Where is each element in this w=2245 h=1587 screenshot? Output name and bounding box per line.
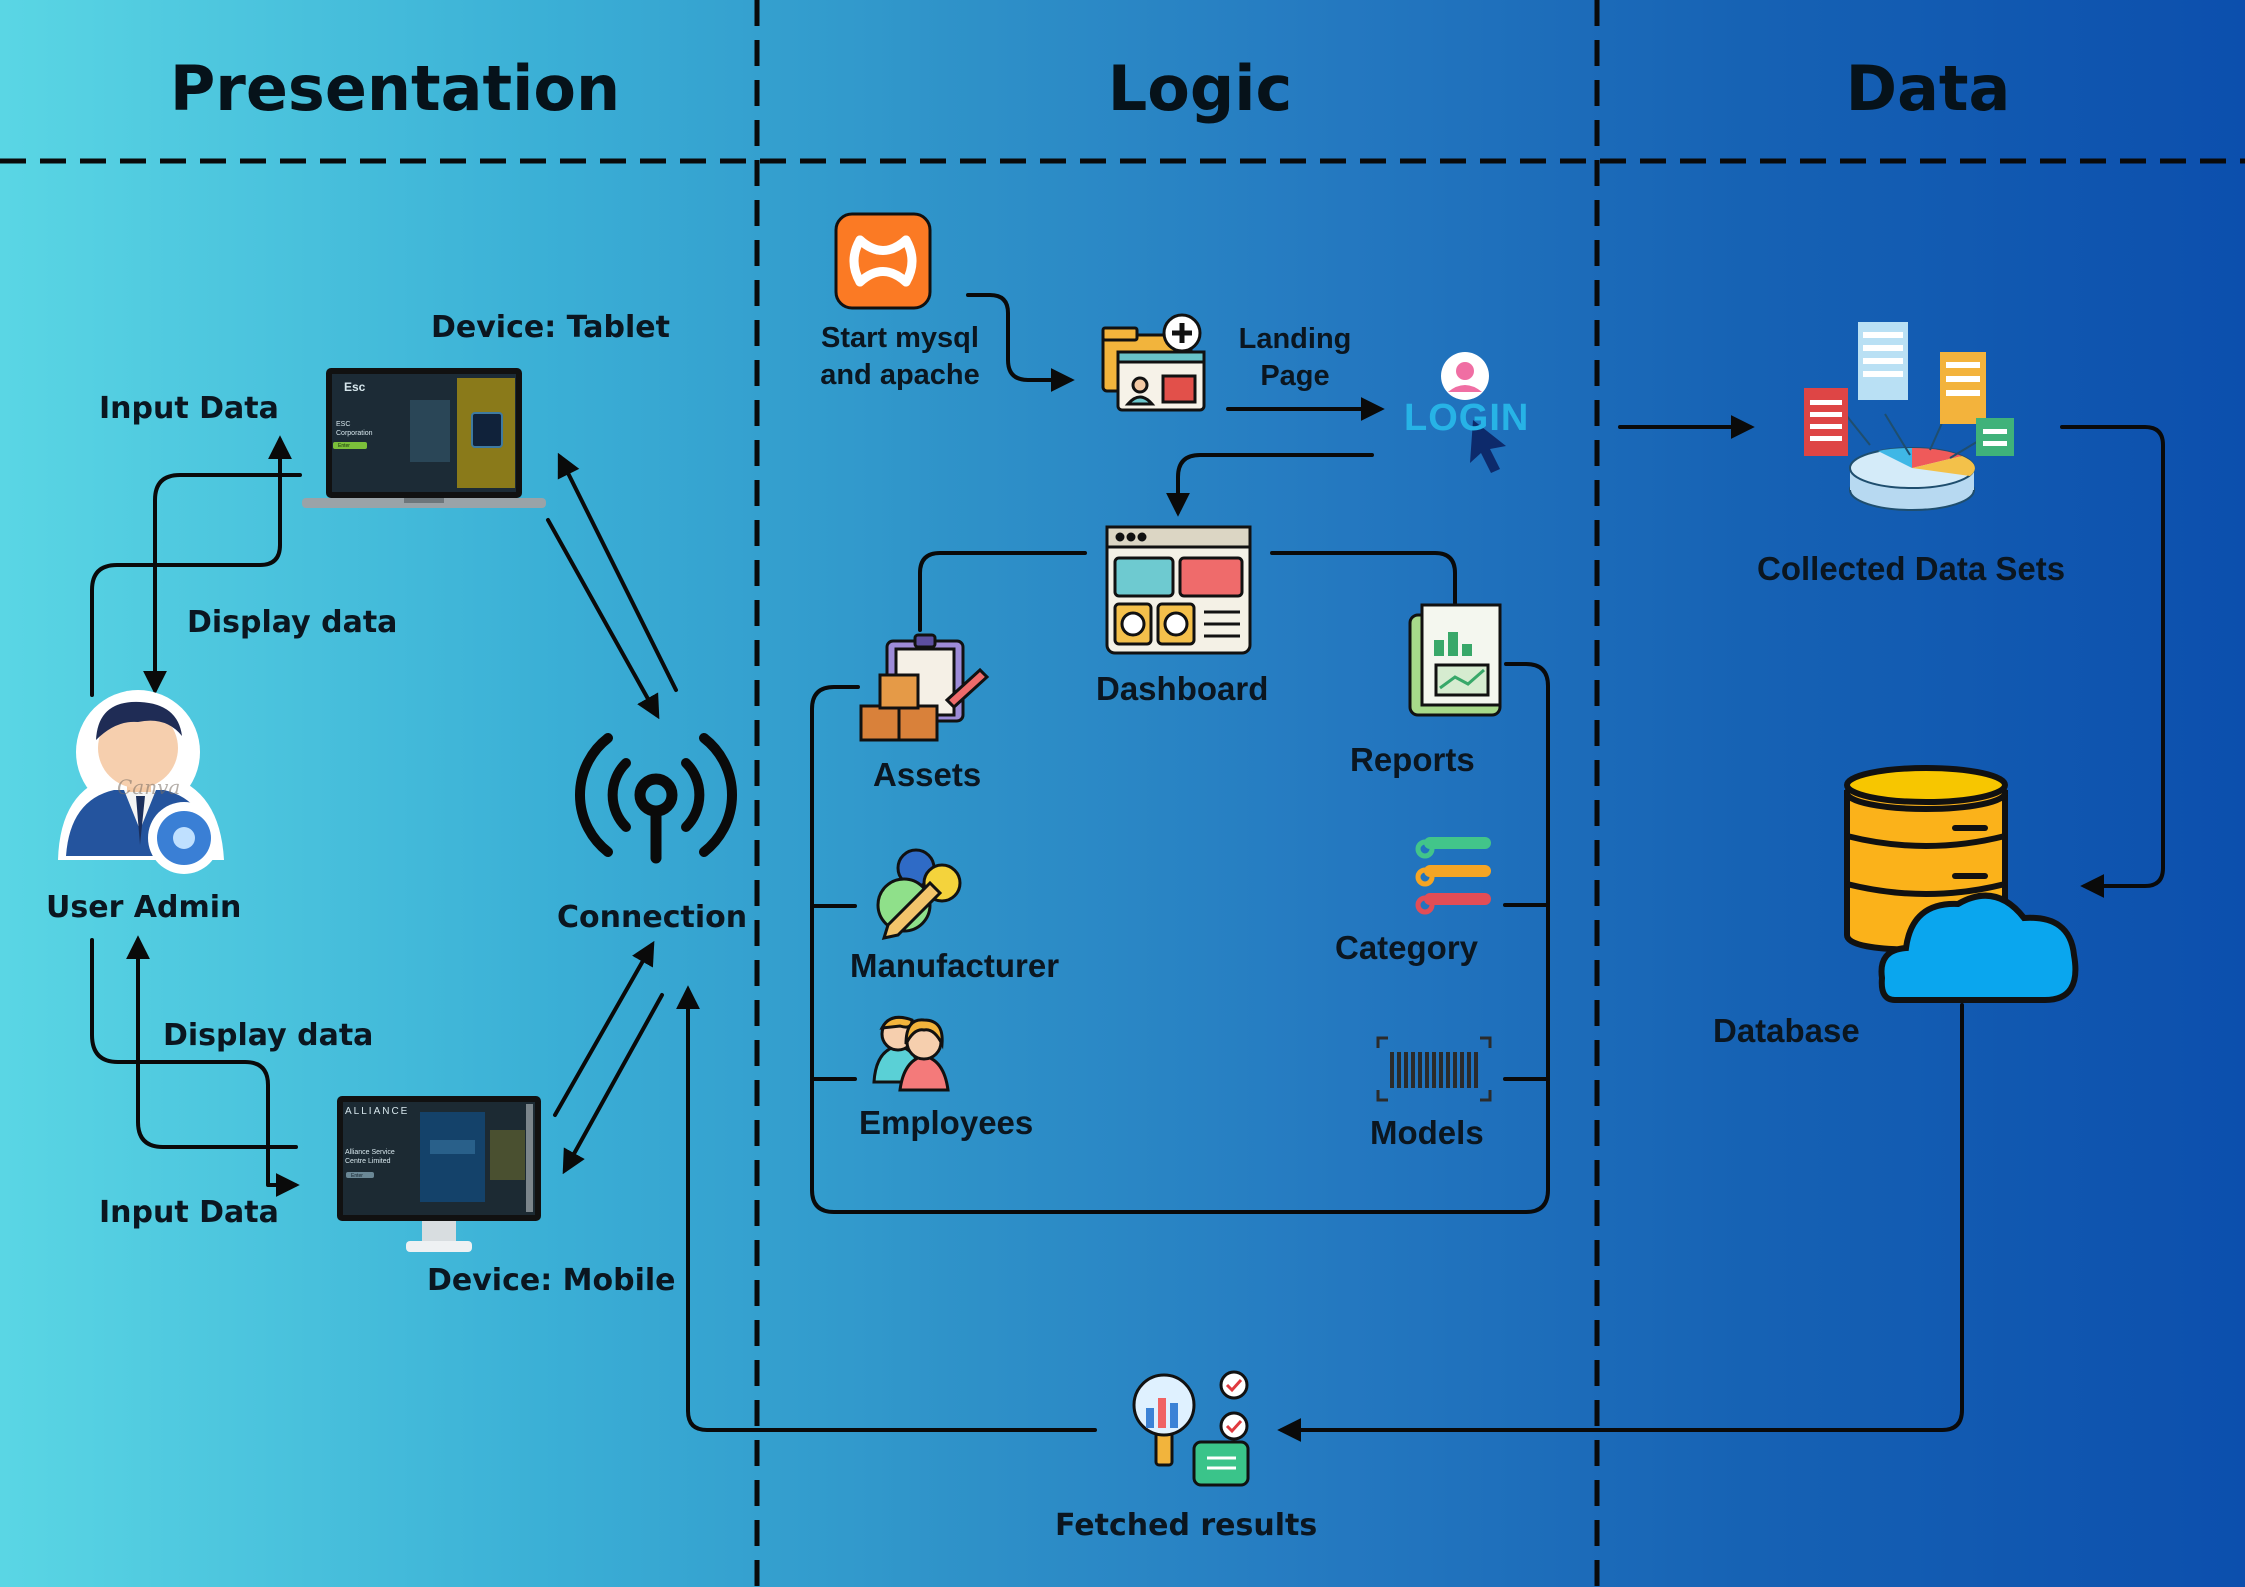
collected-data-sets-icon [1804, 322, 2014, 511]
barcode-icon [1376, 1036, 1492, 1102]
employees-icon [872, 1015, 950, 1092]
mobile-screen-brand: ALLIANCE [345, 1106, 410, 1117]
fetched-results-label: Fetched results [1055, 1508, 1318, 1543]
signal-tower-icon [575, 733, 737, 864]
avatar-watermark: Canva [117, 775, 181, 799]
arrow-fetched-to-connection [676, 985, 1097, 1432]
tablet-screen-brand: Esc [344, 380, 366, 394]
module-bus-loop [810, 662, 1550, 1214]
landing-page-icon [1101, 313, 1206, 412]
user-admin-label: User Admin [46, 890, 242, 925]
line-dashboard-to-reports [1270, 551, 1457, 605]
arrow-admin-to-tablet [90, 435, 292, 697]
employees-label: Employees [859, 1104, 1034, 1141]
login-icon [1441, 352, 1506, 473]
column-title-data: Data [1845, 52, 2011, 125]
arrow-start-to-landing [966, 293, 1075, 392]
line-dashboard-to-assets [918, 551, 1087, 632]
mobile-screen-company: Alliance Service Centre Limited [345, 1149, 395, 1165]
reports-icon [1408, 603, 1502, 717]
dashboard-icon [1105, 525, 1252, 655]
collected-data-sets-label: Collected Data Sets [1757, 550, 2066, 587]
display-data-top-label: Display data [187, 605, 398, 640]
input-data-bottom-label: Input Data [99, 1195, 279, 1230]
database-label: Database [1713, 1012, 1860, 1049]
dashboard-label: Dashboard [1096, 670, 1269, 707]
display-data-bottom-label: Display data [163, 1018, 374, 1053]
arrow-connection-to-mobile [562, 993, 664, 1175]
arrow-connection-to-tablet [557, 452, 678, 692]
fetched-results-icon [1132, 1370, 1250, 1487]
mobile-screen-button: Enter [351, 1173, 363, 1179]
reports-label: Reports [1350, 741, 1475, 778]
start-services-label: Start mysql and apache [820, 322, 980, 391]
column-title-presentation: Presentation [169, 52, 621, 125]
database-cloud-icon [1844, 765, 2079, 1003]
category-label: Category [1335, 929, 1479, 966]
tablet-screen-button: Enter [338, 443, 350, 449]
tablet-screen-company: ESC Corporation [336, 421, 373, 437]
arrow-tablet-to-admin [143, 473, 302, 695]
connectors [90, 293, 2165, 1442]
monitor-icon [337, 1096, 541, 1252]
admin-avatar-icon [58, 690, 224, 874]
category-icon [1415, 837, 1491, 915]
input-data-top-label: Input Data [99, 391, 279, 426]
manufacturer-label: Manufacturer [850, 947, 1060, 984]
device-mobile-label: Device: Mobile [427, 1263, 676, 1298]
arrow-mobile-to-admin [126, 935, 298, 1149]
manufacturer-icon [876, 848, 962, 941]
assets-label: Assets [873, 756, 982, 793]
models-label: Models [1370, 1114, 1484, 1151]
assets-icon [859, 633, 990, 742]
column-title-logic: Logic [1107, 52, 1293, 125]
device-tablet-label: Device: Tablet [431, 310, 670, 345]
arrow-tablet-to-connection [546, 518, 660, 720]
laptop-icon [302, 368, 546, 508]
xampp-icon [834, 212, 932, 310]
connection-label: Connection [557, 900, 748, 935]
arrow-login-to-dashboard [1166, 453, 1374, 517]
login-label: LOGIN [1404, 397, 1530, 439]
landing-page-label: Landing Page [1238, 323, 1352, 392]
arrow-database-to-fetched [1277, 1003, 1964, 1442]
arrow-admin-to-mobile [90, 938, 300, 1197]
arrow-datasets-to-database [2060, 425, 2165, 898]
arrow-mobile-to-connection [553, 940, 655, 1117]
